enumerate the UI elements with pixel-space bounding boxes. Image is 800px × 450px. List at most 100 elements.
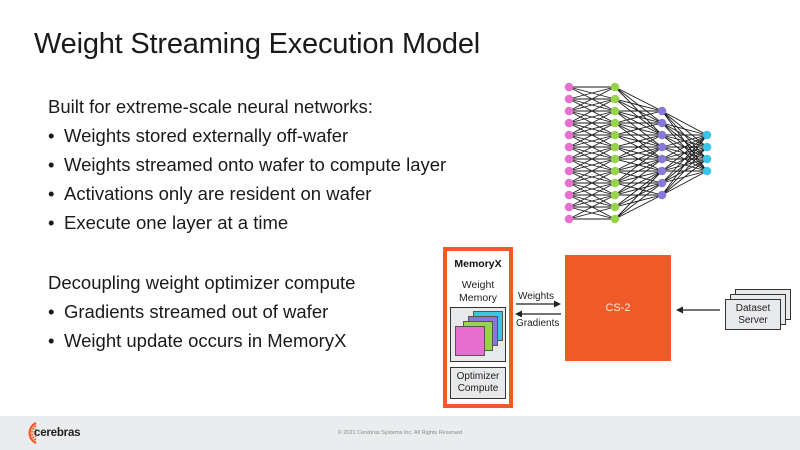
network-node-layer-2 [610, 94, 620, 104]
dataset-arrowhead [676, 306, 683, 314]
network-edge [614, 146, 663, 160]
network-node-layer-1 [564, 118, 574, 128]
network-node-layer-3 [657, 130, 667, 140]
network-edge [661, 134, 708, 184]
network-edge [661, 146, 708, 160]
network-node-layer-1 [564, 214, 574, 224]
cerebras-logo: cerebras [22, 421, 81, 445]
weights-label: Weights [518, 291, 554, 302]
network-edge [614, 98, 663, 136]
network-edge [661, 134, 708, 160]
memoryx-box: MemoryX Weight Memory Optimizer Compute [443, 247, 513, 408]
network-edge [614, 86, 663, 124]
network-edge [568, 194, 616, 220]
network-edge [568, 158, 616, 184]
logo-text: cerebras [34, 427, 81, 439]
network-edge [614, 110, 663, 148]
slide-title: Weight Streaming Execution Model [34, 28, 481, 60]
network-edge [614, 158, 663, 172]
network-edge [568, 86, 616, 100]
footer: cerebras © 2021 Cerebras Systems Inc. Al… [0, 416, 800, 450]
network-edge [614, 134, 663, 160]
network-edge [661, 122, 708, 148]
network-edge [661, 110, 708, 136]
network-edge [661, 134, 708, 148]
network-edge [614, 98, 663, 112]
network-edge [661, 122, 708, 160]
network-edge [614, 110, 663, 124]
section-built-for: Built for extreme-scale neural networks:… [48, 92, 446, 237]
memoryx-title: MemoryX [454, 258, 502, 270]
network-edge [661, 122, 708, 172]
network-node-layer-2 [610, 130, 620, 140]
network-edge [614, 110, 663, 136]
network-edge [614, 170, 663, 196]
network-edge [568, 98, 616, 124]
network-edges [568, 86, 708, 220]
network-edge [568, 134, 616, 148]
network-node-layer-3 [657, 106, 667, 116]
network-edge [661, 110, 708, 148]
network-edge [661, 158, 708, 196]
network-edge [614, 122, 663, 136]
network-node-layer-2 [610, 190, 620, 200]
bullet-item: Execute one layer at a time [48, 208, 446, 237]
network-node-layer-3 [657, 118, 667, 128]
network-edge [614, 194, 663, 208]
optimizer-label-line: Compute [457, 383, 499, 394]
network-edge [568, 98, 616, 112]
network-edge [614, 158, 663, 184]
network-node-layer-1 [564, 178, 574, 188]
network-edge [568, 146, 616, 172]
weight-memory-label-line: Weight [461, 279, 495, 291]
network-edge [568, 206, 616, 220]
network-edge [568, 98, 616, 124]
network-edge [614, 182, 663, 196]
network-edge [568, 194, 616, 208]
network-node-layer-4 [702, 154, 712, 164]
bullet-item: Activations only are resident on wafer [48, 179, 446, 208]
network-edge [661, 158, 708, 172]
network-node-layer-2 [610, 166, 620, 176]
optimizer-label-line: Optimizer [456, 371, 500, 382]
network-edge [661, 146, 708, 160]
network-edge [614, 170, 663, 220]
network-edge [568, 158, 616, 172]
network-edge [661, 146, 708, 172]
weight-memory-label-line: Memory [459, 292, 497, 304]
network-node-layer-3 [657, 190, 667, 200]
network-edge [568, 134, 616, 148]
network-edge [568, 86, 616, 112]
network-node-layer-2 [610, 142, 620, 152]
network-edge [568, 146, 616, 172]
network-node-layer-3 [657, 166, 667, 176]
network-edge [568, 122, 616, 136]
network-edge [568, 158, 616, 172]
network-edge [568, 110, 616, 136]
network-edge [614, 170, 663, 184]
network-edge [614, 98, 663, 124]
bullet-item: Weights streamed onto wafer to compute l… [48, 150, 446, 179]
network-edge [661, 134, 708, 160]
network-edge [568, 170, 616, 196]
network-edge [614, 146, 663, 184]
dataset-server-label-line: Server [738, 315, 768, 326]
cs2-box: CS-2 [565, 255, 671, 361]
weight-memory-box [450, 307, 506, 362]
network-edge [614, 182, 663, 208]
network-edge [661, 158, 708, 184]
network-node-layer-1 [564, 154, 574, 164]
network-nodes [564, 82, 712, 224]
network-node-layer-1 [564, 166, 574, 176]
gradients-label: Gradients [516, 318, 560, 329]
network-node-layer-1 [564, 106, 574, 116]
network-node-layer-2 [610, 202, 620, 212]
network-node-layer-3 [657, 178, 667, 188]
network-edge [614, 146, 663, 172]
network-edge [614, 146, 663, 160]
network-edge [614, 122, 663, 160]
bullet-item: Weight update occurs in MemoryX [48, 326, 355, 355]
network-edge [661, 146, 708, 184]
network-edge [568, 146, 616, 160]
network-edge [661, 146, 708, 196]
